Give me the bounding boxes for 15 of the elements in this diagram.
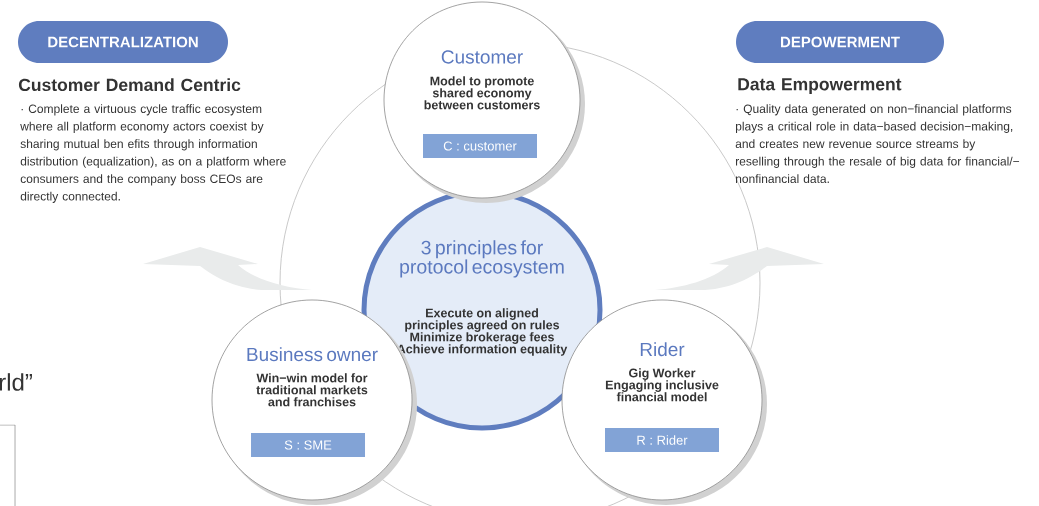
tag-label: S : SME bbox=[251, 433, 365, 457]
circle-title: Business owner bbox=[247, 347, 378, 362]
circle-text: Win−win model for traditional markets and franchises bbox=[256, 373, 368, 407]
circle-title: Rider bbox=[640, 342, 685, 357]
circle-title: Customer bbox=[441, 50, 523, 64]
tag-label: R : Rider bbox=[605, 428, 719, 452]
cropped-text: rld” bbox=[0, 373, 32, 391]
pill-label: DECENTRALIZATION bbox=[18, 21, 228, 63]
pill-label: DEPOWERMENT bbox=[736, 21, 944, 63]
circle-title: 3 principles for protocol ecosystem bbox=[400, 240, 564, 278]
bullet-text: · Quality data generated on non−financial platforms plays a critical role in data−based decision−making, and creates new revenue source streams by reselling through the resale of big data for financial/− nonfinancial data. bbox=[735, 104, 1020, 183]
tag-label: C : customer bbox=[423, 134, 537, 158]
bullet-text: · Complete a virtuous cycle traffic ecosystem where all platform economy actors coexist by sharing mutual ben efits through information distribution (equalization), as on a platform where consumers and the company boss CEOs are directly connected. bbox=[20, 104, 286, 203]
circle-text: Model to promote shared economy between customers bbox=[424, 76, 540, 110]
circle-text: Gig Worker Engaging inclusive financial model bbox=[605, 368, 719, 402]
